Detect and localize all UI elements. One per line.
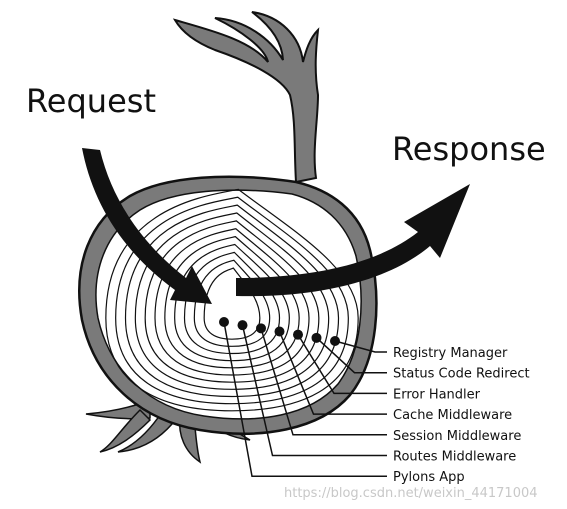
layer-dot bbox=[219, 317, 229, 327]
layer-dot bbox=[237, 320, 248, 331]
leader-line bbox=[278, 331, 387, 415]
leader-line bbox=[260, 328, 387, 436]
layer-dot bbox=[274, 326, 285, 337]
onion-ring bbox=[183, 251, 281, 355]
onion-ring bbox=[115, 196, 349, 405]
layer-label: Pylons App bbox=[393, 470, 465, 485]
onion-ring bbox=[124, 204, 340, 398]
layer-label: Error Handler bbox=[393, 387, 481, 402]
leader-line bbox=[297, 334, 387, 395]
layer-label: Status Code Redirect bbox=[393, 367, 530, 382]
request-label: Request bbox=[26, 82, 156, 120]
onion-ring bbox=[144, 220, 320, 383]
layer-dot bbox=[256, 323, 266, 334]
layer-dot bbox=[311, 332, 322, 343]
layer-dot bbox=[330, 336, 340, 346]
response-label: Response bbox=[392, 130, 546, 168]
layer-dot bbox=[293, 329, 303, 340]
onion-stem bbox=[172, 11, 320, 184]
onion-ring bbox=[193, 259, 271, 347]
leader-line bbox=[241, 324, 387, 457]
onion-rings bbox=[105, 188, 359, 412]
layer-label: Cache Middleware bbox=[393, 408, 512, 423]
onion-ring bbox=[134, 212, 330, 390]
layer-label: Routes Middleware bbox=[393, 450, 516, 465]
leader-line bbox=[315, 337, 387, 374]
onion-ring bbox=[203, 267, 261, 340]
layer-label: Session Middleware bbox=[393, 429, 521, 444]
leader-line bbox=[223, 321, 387, 477]
watermark-text: https://blog.csdn.net/weixin_44171004 bbox=[284, 486, 538, 501]
onion-ring bbox=[174, 243, 290, 362]
curved-arrow-up-right-icon bbox=[236, 184, 470, 297]
onion-ring bbox=[164, 235, 300, 369]
layer-label: Registry Manager bbox=[393, 346, 508, 361]
leader-line bbox=[334, 340, 387, 353]
curved-arrow-down-right-icon bbox=[82, 148, 212, 304]
stem-shape bbox=[172, 11, 320, 184]
onion-ring bbox=[154, 228, 310, 376]
onion-ring bbox=[105, 188, 359, 412]
